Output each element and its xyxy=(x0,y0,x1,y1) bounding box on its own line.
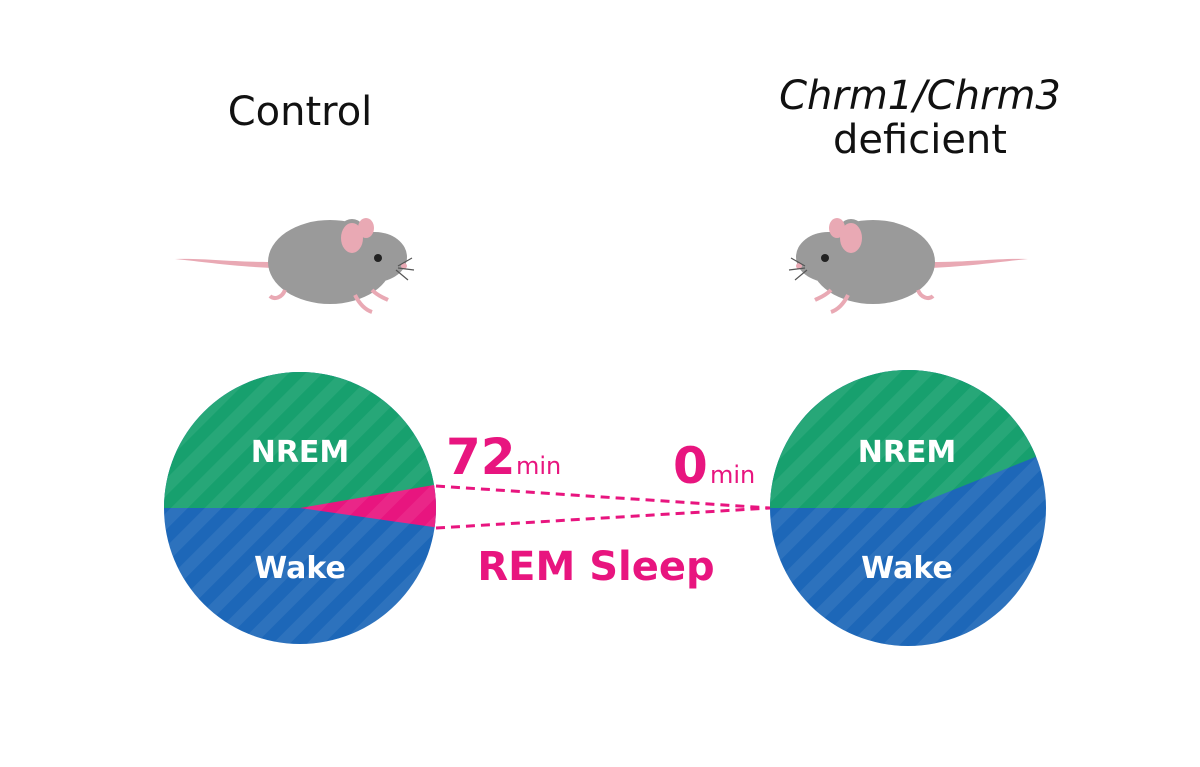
deficient-label: deficient xyxy=(833,117,1007,163)
control-pie-chart xyxy=(164,372,436,644)
deficient-wake-label: Wake xyxy=(861,551,953,586)
mouse-icon xyxy=(175,218,415,314)
deficient-title: Chrm1/Chrm3 deficient xyxy=(740,74,1100,162)
control-rem-unit: min xyxy=(516,452,561,480)
deficient-rem-value: 0 xyxy=(673,437,708,495)
control-nrem-label: NREM xyxy=(251,435,350,470)
control-rem-value: 72 xyxy=(446,428,516,486)
deficient-nrem-label: NREM xyxy=(858,435,957,470)
deficient-rem-unit: min xyxy=(710,461,755,489)
control-title: Control xyxy=(227,89,373,135)
rem-sleep-label: REM Sleep xyxy=(477,544,714,590)
rem-connector-lines xyxy=(435,484,771,530)
control-wake-label: Wake xyxy=(254,551,346,586)
genotype-label: Chrm1/Chrm3 xyxy=(779,73,1061,119)
deficient-pie-chart xyxy=(770,370,1046,646)
mouse-icon xyxy=(788,218,1028,314)
